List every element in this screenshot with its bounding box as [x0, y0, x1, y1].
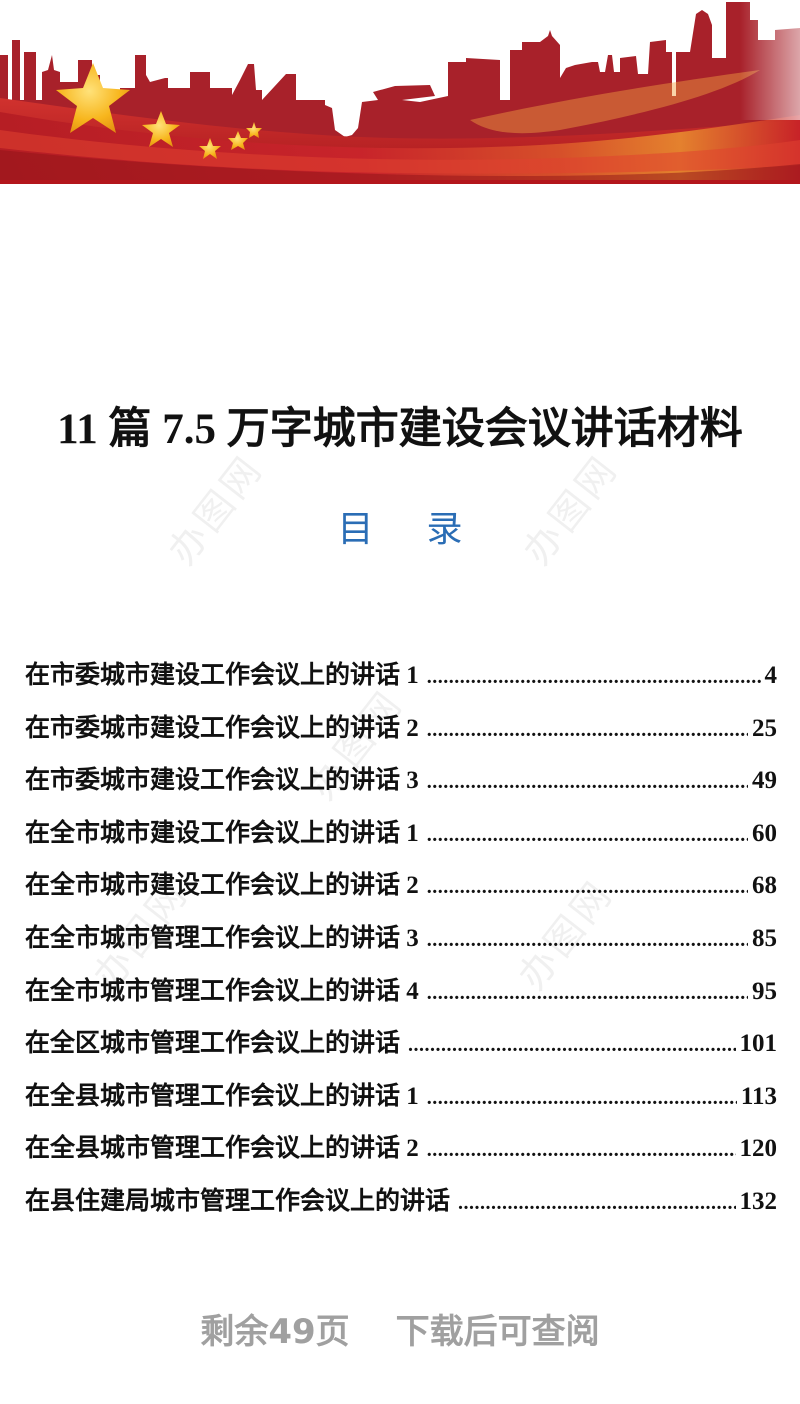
toc-entry[interactable]: 在市委城市建设工作会议上的讲话 2 25 [25, 708, 777, 761]
toc-entry[interactable]: 在全县城市管理工作会议上的讲话 1 113 [25, 1076, 777, 1129]
toc-leader-dots [427, 667, 761, 687]
toc-leader-dots [427, 1088, 737, 1108]
toc-heading-char: 录 [426, 509, 463, 549]
toc-leader-dots [458, 1193, 735, 1213]
table-of-contents: 在市委城市建设工作会议上的讲话 1 4 在市委城市建设工作会议上的讲话 2 25… [25, 655, 777, 1234]
toc-leader-dots [427, 877, 748, 897]
toc-entry-page: 68 [752, 872, 777, 900]
toc-entry[interactable]: 在全市城市管理工作会议上的讲话 4 95 [25, 971, 777, 1024]
toc-leader-dots [427, 825, 748, 845]
toc-entry[interactable]: 在全市城市管理工作会议上的讲话 3 85 [25, 918, 777, 971]
toc-leader-dots [427, 720, 748, 740]
remaining-pages-notice: 剩余49页 下载后可查阅 [0, 1304, 800, 1353]
toc-entry-page: 101 [739, 1030, 778, 1058]
toc-entry-label: 在全市城市建设工作会议上的讲话 1 [25, 819, 419, 847]
toc-leader-dots [427, 772, 748, 792]
toc-entry-label: 在市委城市建设工作会议上的讲话 3 [25, 767, 419, 795]
toc-heading-char: 目 [337, 509, 374, 549]
toc-heading: 目 录 [0, 500, 800, 552]
toc-entry-page: 95 [752, 977, 777, 1005]
toc-entry[interactable]: 在全市城市建设工作会议上的讲话 2 68 [25, 865, 777, 918]
toc-entry-page: 4 [764, 662, 778, 689]
toc-entry[interactable]: 在全区城市管理工作会议上的讲话 101 [25, 1023, 777, 1076]
toc-entry[interactable]: 在县住建局城市管理工作会议上的讲话 132 [25, 1181, 777, 1234]
toc-entry[interactable]: 在全县城市管理工作会议上的讲话 2 120 [25, 1128, 777, 1181]
document-title: 11 篇 7.5 万字城市建设会议讲话材料 [57, 406, 743, 453]
header-banner [0, 0, 800, 184]
toc-leader-dots [427, 930, 748, 950]
toc-entry-label: 在全市城市管理工作会议上的讲话 3 [25, 924, 419, 952]
download-hint-text[interactable]: 下载后可查阅 [395, 1312, 600, 1352]
toc-entry-page: 60 [752, 819, 777, 847]
toc-entry[interactable]: 在市委城市建设工作会议上的讲话 3 49 [25, 760, 777, 813]
toc-leader-dots [427, 983, 748, 1003]
toc-entry[interactable]: 在市委城市建设工作会议上的讲话 1 4 [25, 655, 777, 708]
star-icon [56, 63, 130, 133]
toc-entry-page: 49 [752, 767, 777, 795]
toc-entry-page: 85 [752, 924, 777, 952]
toc-entry-page: 25 [752, 714, 777, 742]
toc-entry-page: 113 [740, 1082, 777, 1110]
toc-entry-label: 在全区城市管理工作会议上的讲话 [25, 1030, 401, 1058]
toc-entry-label: 在全市城市管理工作会议上的讲话 4 [25, 977, 419, 1005]
toc-leader-dots [427, 1140, 736, 1160]
toc-entry-page: 132 [739, 1187, 778, 1215]
toc-entry-page: 120 [739, 1135, 778, 1163]
remaining-pages-text: 剩余49页 [200, 1312, 350, 1352]
toc-entry-label: 在市委城市建设工作会议上的讲话 2 [25, 714, 419, 742]
toc-leader-dots [408, 1035, 735, 1055]
toc-entry[interactable]: 在全市城市建设工作会议上的讲话 1 60 [25, 813, 777, 866]
toc-entry-label: 在市委城市建设工作会议上的讲话 1 [25, 662, 419, 689]
toc-entry-label: 在全县城市管理工作会议上的讲话 2 [25, 1135, 419, 1163]
toc-entry-label: 在县住建局城市管理工作会议上的讲话 [25, 1187, 451, 1215]
toc-entry-label: 在全市城市建设工作会议上的讲话 2 [25, 872, 419, 900]
skyline-flag-banner-image [0, 0, 800, 184]
toc-entry-label: 在全县城市管理工作会议上的讲话 1 [25, 1082, 419, 1110]
